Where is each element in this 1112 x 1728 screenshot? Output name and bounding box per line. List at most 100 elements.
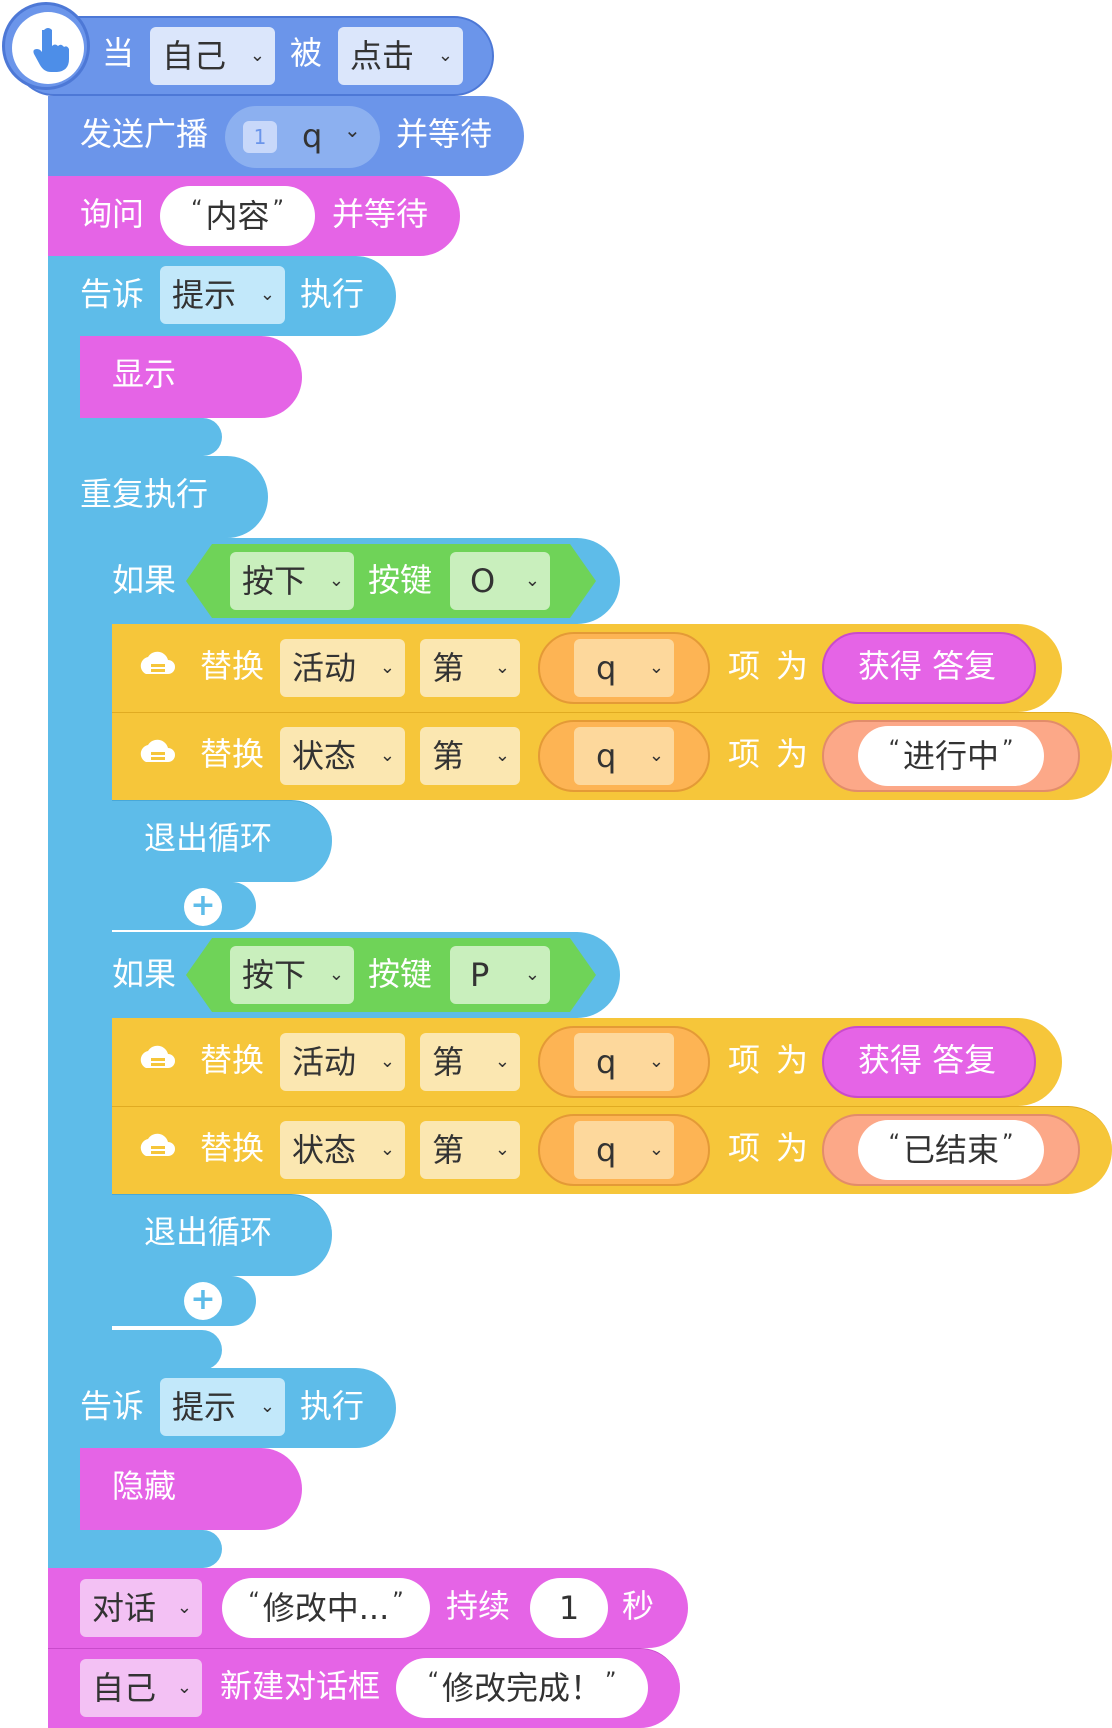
ask-text-input[interactable]: “内容”: [160, 186, 315, 246]
tell-target-dropdown[interactable]: 提示 ⌄: [160, 266, 285, 324]
open-quote: “: [191, 197, 203, 222]
as-label: 为: [776, 1129, 809, 1167]
forever-block-foot: [48, 1330, 222, 1370]
cloud-list-icon: [140, 651, 175, 674]
nth-dropdown[interactable]: 第⌄: [420, 639, 520, 697]
nth-dropdown[interactable]: 第⌄: [420, 727, 520, 785]
pressed-value: 按下: [242, 956, 307, 994]
key-label: 按键: [368, 955, 433, 993]
if-block-foot: [80, 882, 256, 930]
list-value: 活动: [292, 1043, 357, 1081]
say-mode-dropdown[interactable]: 对话⌄: [80, 1579, 202, 1637]
open-quote: “: [888, 1131, 900, 1156]
tell-target-dropdown[interactable]: 提示 ⌄: [160, 1378, 285, 1436]
index-value: q: [596, 1131, 617, 1169]
close-quote: ”: [1002, 737, 1014, 762]
chevron-down-icon: ⌄: [379, 1139, 395, 1160]
chevron-down-icon: ⌄: [648, 745, 664, 766]
break-loop-label: 退出循环: [144, 1213, 273, 1251]
key-dropdown[interactable]: O⌄: [450, 552, 550, 610]
show-block[interactable]: [80, 336, 302, 418]
key-value: O: [470, 562, 496, 600]
index-variable-dropdown[interactable]: q⌄: [574, 727, 674, 785]
as-label: 为: [776, 647, 809, 685]
list-dropdown[interactable]: 状态 ⌄: [280, 1121, 405, 1179]
hide-label: 隐藏: [112, 1467, 177, 1505]
forever-block-c-arm: [48, 456, 80, 1372]
break-loop-block[interactable]: [112, 1194, 332, 1276]
list-value: 状态: [292, 1131, 357, 1169]
ask-label: 询问: [80, 195, 145, 233]
item-label: 项: [728, 647, 761, 685]
tell-target-value: 提示: [172, 1388, 237, 1426]
add-else-button[interactable]: +: [184, 888, 222, 926]
cloud-list-icon: [140, 1045, 175, 1068]
key-label: 按键: [368, 561, 433, 599]
open-quote: “: [427, 1669, 439, 1694]
open-quote: “: [888, 737, 900, 762]
pressed-dropdown[interactable]: 按下⌄: [230, 552, 354, 610]
pressed-dropdown[interactable]: 按下 ⌄: [230, 946, 354, 1004]
replace-label: 替换: [200, 647, 265, 685]
list-dropdown[interactable]: 活动⌄: [280, 1033, 405, 1091]
forever-block[interactable]: [48, 456, 268, 538]
list-dropdown[interactable]: 状态⌄: [280, 727, 405, 785]
chevron-down-icon: ⌄: [344, 118, 361, 142]
nth-dropdown[interactable]: 第⌄: [420, 1121, 520, 1179]
dialog-text-input[interactable]: “修改完成！”: [396, 1658, 648, 1718]
chevron-down-icon: ⌄: [328, 964, 344, 985]
chevron-down-icon: ⌄: [437, 45, 453, 66]
hide-block[interactable]: [80, 1448, 302, 1530]
break-loop-label: 退出循环: [144, 819, 273, 857]
index-value: q: [596, 1043, 617, 1081]
broadcast-wait-label: 并等待: [396, 115, 493, 153]
chevron-down-icon: ⌄: [494, 657, 510, 678]
duration-label: 持续: [446, 1587, 511, 1625]
add-else-button[interactable]: +: [184, 1282, 222, 1320]
as-label: 为: [776, 735, 809, 773]
chevron-down-icon: ⌄: [494, 1051, 510, 1072]
text-value-input[interactable]: “进行中”: [858, 726, 1044, 786]
get-answer-reporter[interactable]: [822, 1026, 1036, 1098]
break-loop-block[interactable]: [112, 800, 332, 882]
nth-dropdown[interactable]: 第⌄: [420, 1033, 520, 1091]
dialog-target-value: 自己: [92, 1669, 157, 1707]
hat-event-dropdown[interactable]: 点击⌄: [338, 27, 463, 85]
text-value-input[interactable]: “已结束”: [858, 1120, 1044, 1180]
chevron-down-icon: ⌄: [259, 1396, 275, 1417]
tell-label: 告诉: [80, 1387, 145, 1425]
chevron-down-icon: ⌄: [524, 964, 540, 985]
chevron-down-icon: ⌄: [176, 1677, 192, 1698]
dialog-target-dropdown[interactable]: 自己 ⌄: [80, 1659, 202, 1717]
chevron-down-icon: ⌄: [648, 1139, 664, 1160]
chevron-down-icon: ⌄: [259, 284, 275, 305]
chevron-down-icon: ⌄: [249, 45, 265, 66]
ask-wait-label: 并等待: [332, 195, 429, 233]
chevron-down-icon: ⌄: [176, 1597, 192, 1618]
nth-value: 第: [432, 649, 465, 687]
hat-when-label: 当: [102, 34, 135, 72]
text-value: 已结束: [902, 1131, 999, 1169]
close-quote: ”: [1002, 1131, 1014, 1156]
say-text-input[interactable]: “修改中...”: [222, 1578, 430, 1638]
key-dropdown[interactable]: P⌄: [450, 946, 550, 1004]
list-dropdown[interactable]: 活动⌄: [280, 639, 405, 697]
nth-value: 第: [432, 1131, 465, 1169]
pressed-value: 按下: [242, 562, 307, 600]
tell-exec-label: 执行: [300, 1387, 365, 1425]
if-block-foot: [80, 1276, 256, 1326]
duration-input[interactable]: 1: [530, 1578, 608, 1638]
chevron-down-icon: ⌄: [379, 745, 395, 766]
index-variable-dropdown[interactable]: q⌄: [574, 1033, 674, 1091]
ask-text-value: 内容: [205, 197, 270, 235]
replace-label: 替换: [200, 1129, 265, 1167]
hand-pointer-icon: [12, 12, 84, 84]
tell-target-value: 提示: [172, 276, 237, 314]
index-variable-dropdown[interactable]: q⌄: [574, 639, 674, 697]
index-variable-dropdown[interactable]: q⌄: [574, 1121, 674, 1179]
close-quote: ”: [392, 1589, 404, 1614]
get-answer-reporter[interactable]: [822, 632, 1036, 704]
if-label: 如果: [112, 561, 177, 599]
broadcast-label: 发送广播: [80, 115, 209, 153]
hat-target-dropdown[interactable]: 自己⌄: [150, 27, 275, 85]
